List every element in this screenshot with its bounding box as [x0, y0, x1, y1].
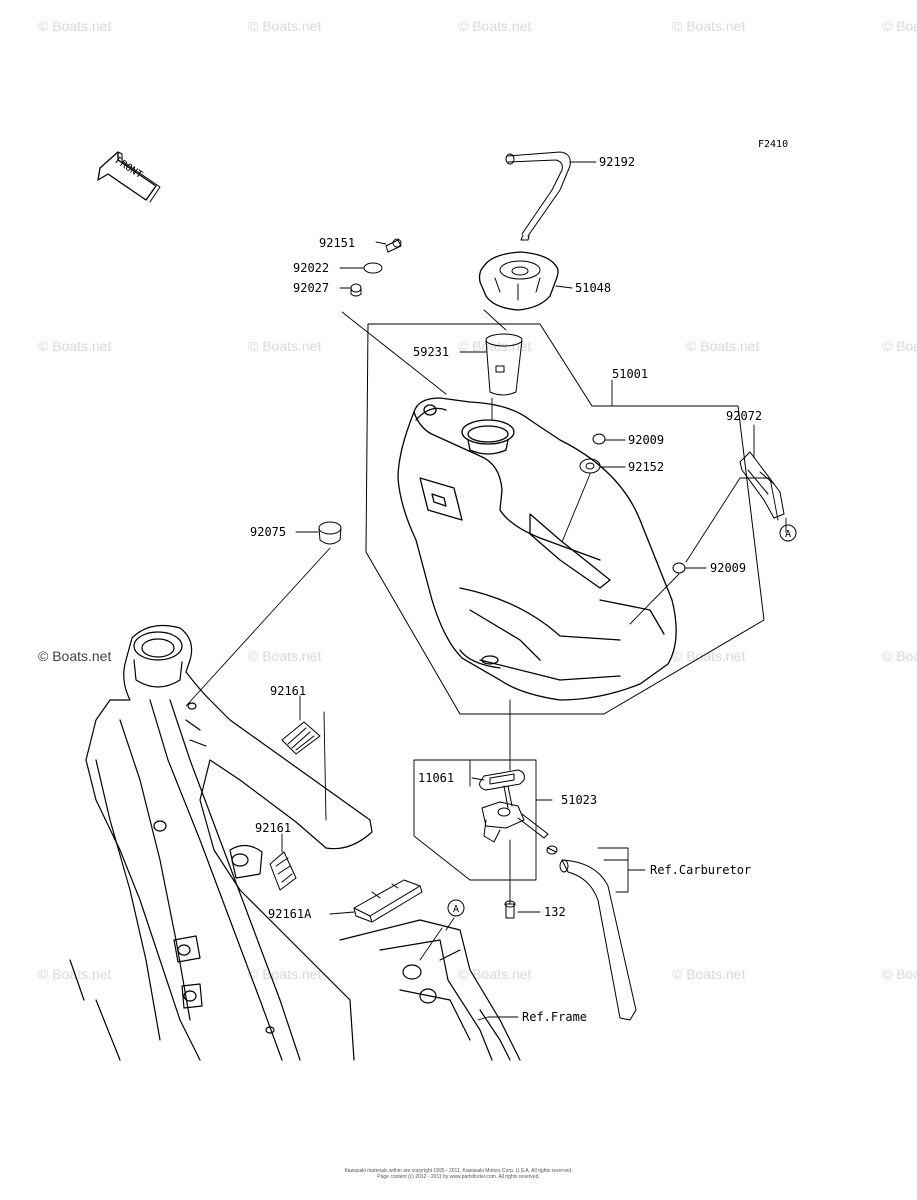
part-label-92192[interactable]: 92192 [599, 155, 635, 169]
fuel-cap-51048-drawing [478, 251, 559, 311]
watermark: © Boats.net [882, 18, 917, 34]
bolt-92151-drawing [385, 238, 402, 253]
watermark: © Boats.net [672, 966, 746, 982]
ref-a-label: A [785, 529, 791, 540]
figure-code: F2410 [758, 139, 788, 150]
part-label-92161A[interactable]: 92161A [268, 907, 312, 921]
copyright-notice: Kawasaki materials within are copyright … [0, 1168, 917, 1180]
fuel-hose-drawing [546, 845, 637, 1021]
ref-a-label: A [453, 904, 459, 915]
rubber-92075-drawing [318, 521, 342, 545]
damper-92009-bottom-drawing [672, 562, 686, 574]
part-label-11061[interactable]: 11061 [418, 771, 454, 785]
part-label-92027[interactable]: 92027 [293, 281, 329, 295]
part-label-92152[interactable]: 92152 [628, 460, 664, 474]
watermark: © Boats.net [672, 18, 746, 34]
frame-drawing [69, 625, 521, 1061]
washer-92022-drawing [363, 262, 383, 274]
pad-92161-upper-drawing [281, 721, 321, 755]
watermark: © Boats.net [248, 648, 322, 664]
ref-carburetor-label[interactable]: Ref.Carburetor [650, 863, 751, 877]
watermark: © Boats.net [458, 966, 532, 982]
watermark: © Boats.net [686, 338, 760, 354]
tank-bracket [365, 323, 765, 715]
watermark: © Boats.net [458, 18, 532, 34]
filter-59231-drawing [485, 333, 523, 396]
watermark: © Boats.net [248, 18, 322, 34]
part-label-92009-bottom[interactable]: 92009 [710, 561, 746, 575]
fuel-tank-51001-drawing [397, 397, 677, 701]
front-arrow-icon [97, 151, 161, 203]
part-label-51023[interactable]: 51023 [561, 793, 597, 807]
ref-a-circle-icon [779, 524, 797, 542]
watermark: © Boats.net [38, 648, 112, 664]
copyright-line: Page content (c) 2012 - 2011 by www.part… [377, 1174, 540, 1180]
watermark: © Boats.net [248, 338, 322, 354]
part-label-92151[interactable]: 92151 [319, 236, 355, 250]
ref-a-circle-icon [447, 899, 465, 917]
gasket-11061-drawing [479, 769, 525, 791]
damper-92152-drawing [579, 458, 601, 474]
watermark: © Boats.net [38, 18, 112, 34]
fuel-cock-51023-drawing [481, 785, 549, 843]
part-label-51001[interactable]: 51001 [612, 367, 648, 381]
part-label-92075[interactable]: 92075 [250, 525, 286, 539]
watermark: © Boats.net [672, 648, 746, 664]
pad-92161-lower-drawing [269, 851, 297, 891]
watermark: © Boats.net [882, 648, 917, 664]
part-label-51048[interactable]: 51048 [575, 281, 611, 295]
part-label-59231[interactable]: 59231 [413, 345, 449, 359]
watermark: © Boats.net [458, 338, 532, 354]
leader-lines [185, 161, 787, 1021]
part-label-92161-lower[interactable]: 92161 [255, 821, 291, 835]
damper-92009-top-drawing [592, 433, 606, 445]
part-label-92009-top[interactable]: 92009 [628, 433, 664, 447]
watermark: © Boats.net [882, 338, 917, 354]
front-label: FRONT [113, 155, 144, 181]
ref-frame-label[interactable]: Ref.Frame [522, 1010, 587, 1024]
part-label-92161-upper[interactable]: 92161 [270, 684, 306, 698]
copyright-line: Kawasaki materials within are copyright … [344, 1168, 573, 1174]
watermark: © Boats.net [248, 966, 322, 982]
band-92072-drawing [739, 451, 785, 519]
vent-hose-drawing [505, 151, 571, 241]
part-label-92072[interactable]: 92072 [726, 409, 762, 423]
part-label-132[interactable]: 132 [544, 905, 566, 919]
watermark: © Boats.net [38, 338, 112, 354]
watermark: © Boats.net [882, 966, 917, 982]
collar-92027-drawing [350, 283, 362, 297]
part-label-92022[interactable]: 92022 [293, 261, 329, 275]
pad-92161A-drawing [353, 879, 423, 923]
